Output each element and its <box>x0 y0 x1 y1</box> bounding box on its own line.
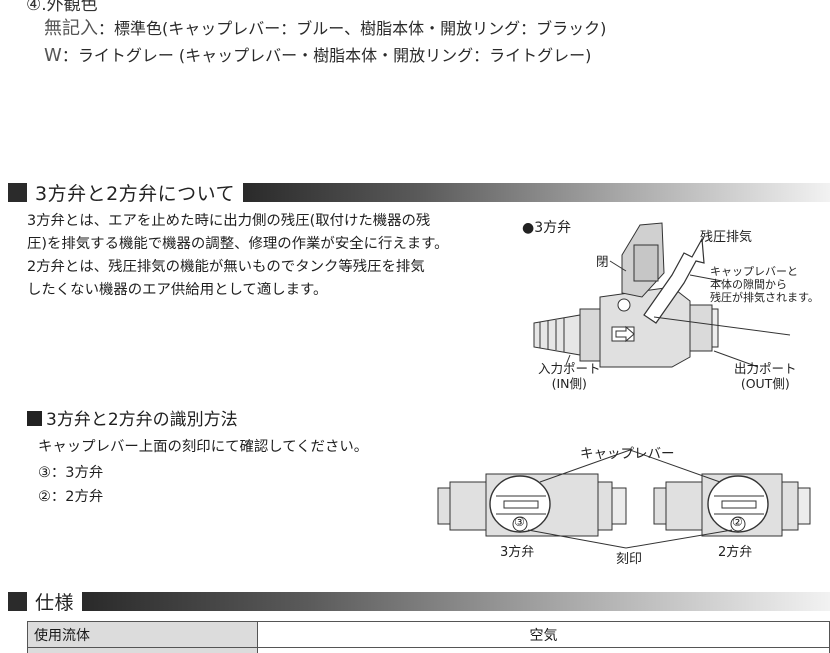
paragraph-line: 2方弁とは、残圧排気の機能が無いものでタンク等残圧を排気 <box>27 259 425 275</box>
color-key: 無記入 <box>44 18 98 39</box>
spec-table: 使用流体 空気 <box>27 621 830 653</box>
identification-description: キャップレバー上面の刻印にて確認してください。 <box>38 439 369 455</box>
section-bar-valve: 3方弁と2方弁について <box>8 181 830 205</box>
valve-top-views <box>437 449 811 549</box>
color-heading: ④.外観色 <box>26 0 98 15</box>
color-sep: ： <box>98 19 115 38</box>
right-stamp-mark: ② <box>732 515 743 529</box>
table-row: 使用流体 空気 <box>27 621 830 648</box>
spec-value: 空気 <box>257 621 830 648</box>
spec-label <box>27 647 258 653</box>
label-closed: 閉 <box>596 254 609 269</box>
left-stamp-mark: ③ <box>514 515 525 529</box>
color-row-standard: 無記入：標準色(キャップレバー：ブルー、樹脂本体・開放リング：ブラック) <box>44 14 606 40</box>
stamp-label: 刻印 <box>616 552 643 567</box>
identification-item-3: ③：3方弁 <box>38 465 104 481</box>
exhaust-note: キャップレバーと 本体の隙間から 残圧が排気されます。 <box>710 265 819 304</box>
section-square <box>8 182 27 202</box>
cap-lever-label: キャップレバー <box>580 446 675 462</box>
in-port-label: 入力ポート (IN側) <box>538 361 601 391</box>
port-line: (IN側) <box>551 376 587 391</box>
valve-description: 3方弁とは、エアを止めた時に出力側の残圧(取付けた機器の残 圧)を排気する機能で… <box>27 210 449 302</box>
spec-value <box>257 647 830 653</box>
three-way-valve-diagram: ●3方弁 閉 残圧排気 キャップレバーと 本体の隙間から 残圧が排気されます。 … <box>522 205 822 400</box>
color-value: ライトグレー (キャップレバー・樹脂本体・開放リング：ライトグレー) <box>77 46 592 65</box>
section-title: 3方弁と2方弁について <box>35 182 236 205</box>
paragraph-line: 圧)を排気する機能で機器の調整、修理の作業が安全に行えます。 <box>27 236 449 252</box>
note-line: キャップレバーと <box>710 265 798 278</box>
port-line: 入力ポート <box>538 361 601 376</box>
section-bar-spec: 仕様 <box>8 590 830 614</box>
section-gradient <box>82 591 830 611</box>
heading-square <box>27 411 42 426</box>
valve-illustration <box>533 222 791 368</box>
identification-title: 3方弁と2方弁の識別方法 <box>46 410 238 430</box>
port-line: 出力ポート <box>734 361 797 376</box>
left-caption: 3方弁 <box>500 545 535 560</box>
identification-diagram: キャップレバー ③ ② 3方弁 刻印 2方弁 <box>430 436 830 567</box>
label-exhaust: 残圧排気 <box>700 230 753 245</box>
note-line: 残圧が排気されます。 <box>710 291 819 304</box>
color-value: 標準色(キャップレバー：ブルー、樹脂本体・開放リング：ブラック) <box>114 19 607 38</box>
section-square <box>8 591 27 611</box>
port-line: (OUT側) <box>740 376 790 391</box>
paragraph-line: したくない機器のエア供給用として適します。 <box>27 282 328 298</box>
note-line: 本体の隙間から <box>710 278 787 291</box>
spec-label: 使用流体 <box>27 621 258 648</box>
diagram-title: ●3方弁 <box>522 220 572 236</box>
right-caption: 2方弁 <box>718 545 753 560</box>
identification-heading: 3方弁と2方弁の識別方法 <box>27 405 238 430</box>
out-port-label: 出力ポート (OUT側) <box>734 361 797 391</box>
color-sep: ： <box>61 46 78 65</box>
section-gradient <box>243 182 830 202</box>
color-row-w: W：ライトグレー (キャップレバー・樹脂本体・開放リング：ライトグレー) <box>44 42 591 66</box>
section-title: 仕様 <box>35 591 75 614</box>
identification-item-2: ②：2方弁 <box>38 489 104 505</box>
table-row <box>27 647 830 653</box>
color-key: W <box>44 45 62 66</box>
paragraph-line: 3方弁とは、エアを止めた時に出力側の残圧(取付けた機器の残 <box>27 213 431 229</box>
